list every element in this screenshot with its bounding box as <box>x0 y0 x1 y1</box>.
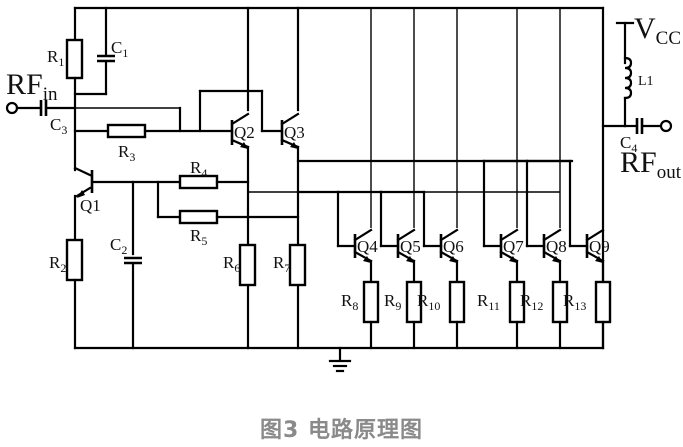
resistor-r7 <box>288 243 307 287</box>
c2-label: C2 <box>110 235 127 257</box>
rf-in-terminal <box>5 101 19 115</box>
r12-label: R12 <box>520 291 543 313</box>
c1-label: C1 <box>111 38 128 60</box>
transistor-q4 <box>353 228 373 263</box>
r6-label: R6 <box>223 253 240 275</box>
ground-icon <box>328 346 352 373</box>
resistor-r6 <box>238 243 257 287</box>
vcc-label: VCC <box>634 12 681 49</box>
rf-out-label: RFout <box>620 146 682 183</box>
q2-label: Q2 <box>234 123 255 142</box>
transistor-q7 <box>499 228 519 263</box>
resistor-r8 <box>362 280 380 324</box>
q8-label: Q8 <box>546 237 567 256</box>
resistor-r5 <box>178 209 219 225</box>
transistor-q9 <box>585 228 605 263</box>
resistor-r3 <box>106 123 147 139</box>
q3-label: Q3 <box>284 123 305 142</box>
c3-label: C3 <box>50 115 67 137</box>
q4-label: Q4 <box>357 237 378 256</box>
c4-label: C4 <box>620 133 637 155</box>
r7-label: R7 <box>273 253 290 275</box>
resistor-r4 <box>178 174 219 190</box>
inductor-l1 <box>623 56 633 100</box>
resistor-r1 <box>65 38 84 80</box>
q9-label: Q9 <box>589 237 610 256</box>
rf-in-label: RFin <box>6 68 58 105</box>
capacitor-c4 <box>635 118 644 134</box>
resistor-r10 <box>448 280 466 324</box>
rf-out-terminal <box>659 119 673 133</box>
r4-label: R4 <box>190 158 207 180</box>
r3-label: R3 <box>118 142 135 164</box>
q1-label: Q1 <box>80 196 101 215</box>
q5-label: Q5 <box>400 237 421 256</box>
resistor-r2 <box>65 238 84 282</box>
q6-label: Q6 <box>443 237 464 256</box>
r5-label: R5 <box>190 226 207 248</box>
transistor-q5 <box>396 228 416 263</box>
transistor-q3 <box>280 112 300 149</box>
transistor-q6 <box>439 228 459 263</box>
transistor-q8 <box>542 228 562 263</box>
transistor-q2 <box>230 112 250 149</box>
r8-label: R8 <box>341 291 358 313</box>
r11-label: R11 <box>477 291 500 313</box>
l1-label: L1 <box>638 74 654 89</box>
r9-label: R9 <box>384 291 401 313</box>
r13-label: R13 <box>563 291 586 313</box>
resistor-r13 <box>594 280 612 324</box>
transistor-q1 <box>73 166 94 198</box>
r10-label: R10 <box>417 291 440 313</box>
capacitor-c2 <box>124 256 142 265</box>
r2-label: R2 <box>49 253 66 275</box>
r1-label: R1 <box>47 47 64 69</box>
figure-caption: 图3 电路原理图 <box>260 418 423 443</box>
q7-label: Q7 <box>503 237 524 256</box>
